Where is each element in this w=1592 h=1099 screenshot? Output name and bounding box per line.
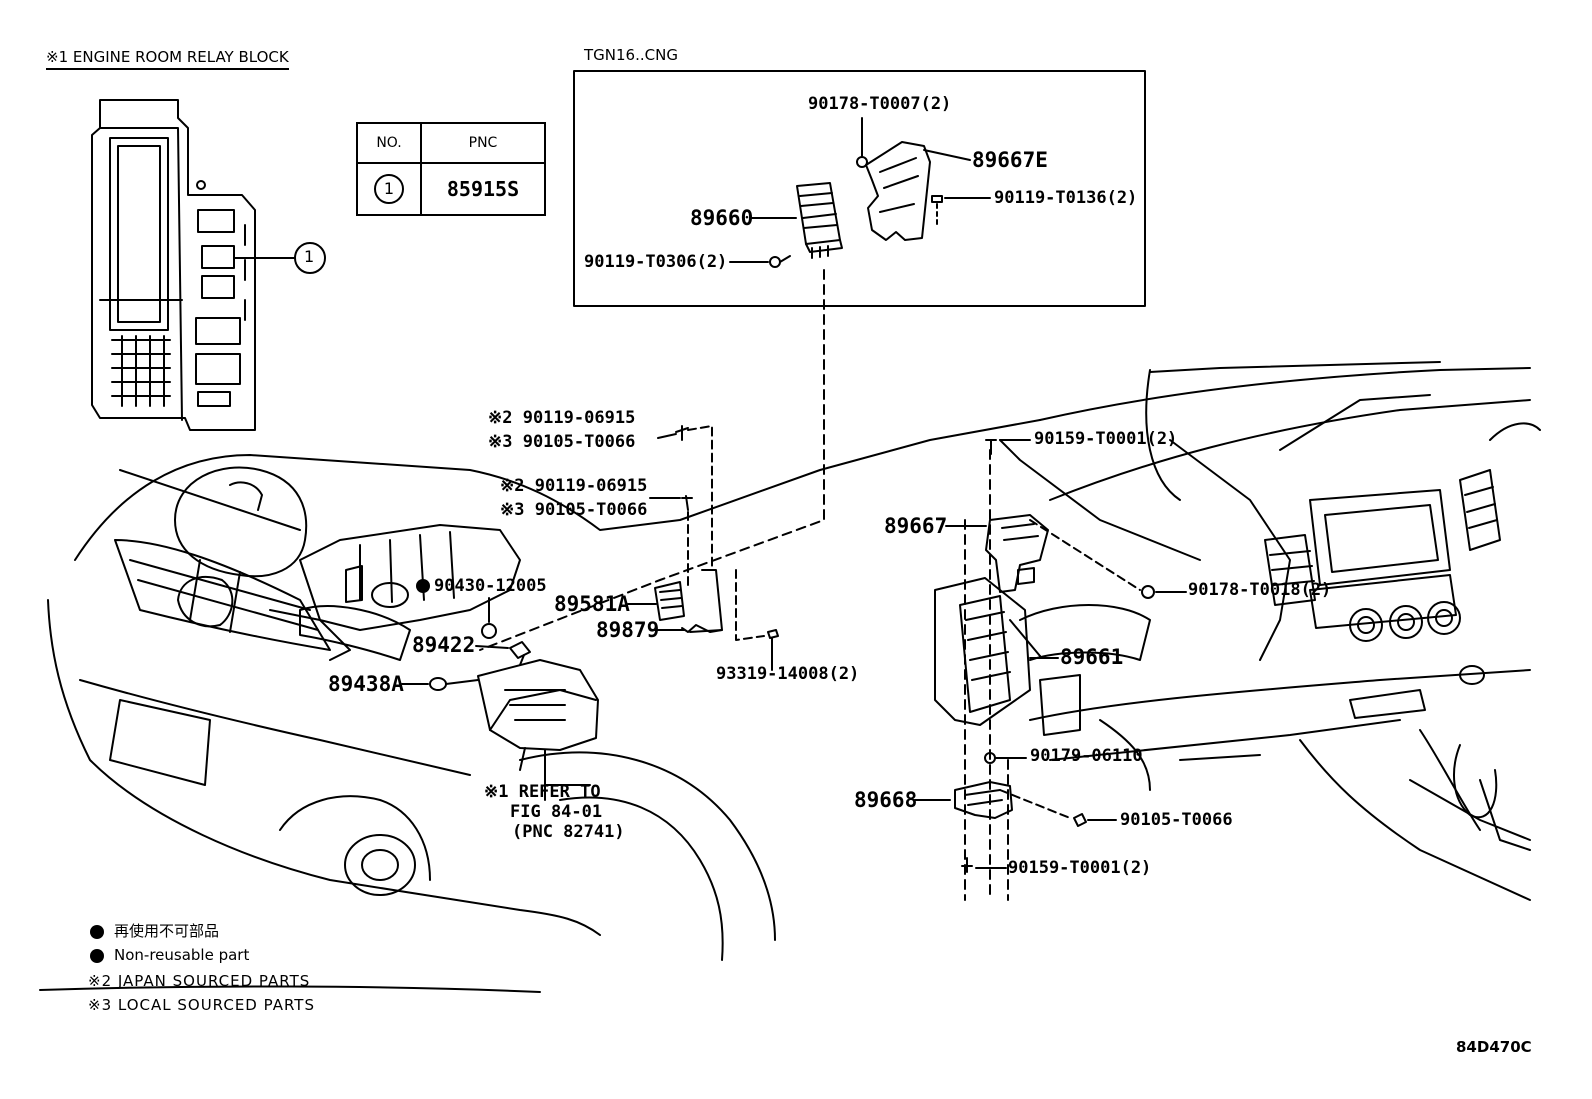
bracket-89667e-drawing bbox=[856, 117, 991, 241]
label-local-90105-t0066-b: ※3 90105-T0066 bbox=[500, 500, 648, 520]
label-89668: 89668 bbox=[854, 788, 918, 812]
label-local-90105-t0066-a: ※3 90105-T0066 bbox=[488, 432, 636, 452]
sensor-89438a bbox=[401, 677, 479, 691]
relay-block-drawing bbox=[91, 99, 326, 431]
callout-1-number: 1 bbox=[304, 247, 315, 266]
gasket-90430 bbox=[481, 597, 497, 639]
ecu-89661-drawing bbox=[914, 439, 1187, 901]
label-90119-t0306: 90119-T0306(2) bbox=[584, 252, 728, 272]
non-reusable-dot-2 bbox=[90, 949, 104, 963]
label-refer-pnc: (PNC 82741) bbox=[512, 822, 625, 842]
label-japan-90119-06915-a: ※2 90119-06915 bbox=[488, 408, 636, 428]
label-93319-14008: 93319-14008(2) bbox=[716, 664, 860, 684]
vehicle-front-drawing bbox=[39, 419, 1041, 993]
pnc-header-pnc: PNC bbox=[420, 122, 546, 164]
label-89438a: 89438A bbox=[328, 672, 404, 696]
label-refer-fig: FIG 84-01 bbox=[510, 802, 603, 822]
legend-local-sourced: ※3 LOCAL SOURCED PARTS bbox=[88, 996, 315, 1014]
label-japan-90119-06915-b: ※2 90119-06915 bbox=[500, 476, 648, 496]
legend-japan-sourced: ※2 JAPAN SOURCED PARTS bbox=[88, 972, 311, 990]
label-90119-t0136: 90119-T0136(2) bbox=[994, 188, 1138, 208]
label-90159-t0001-top: 90159-T0001(2) bbox=[1034, 429, 1178, 449]
pnc-table: NO. PNC 1 85915S bbox=[356, 122, 546, 216]
label-90179-06110: 90179-06110 bbox=[1030, 746, 1143, 766]
connector-89581a bbox=[627, 425, 779, 671]
label-89422: 89422 bbox=[412, 633, 476, 657]
pnc-row-pnc: 85915S bbox=[420, 162, 546, 216]
variant-box bbox=[573, 70, 1146, 307]
label-90430-12005: 90430-12005 bbox=[434, 576, 547, 596]
non-reusable-dot-1 bbox=[90, 925, 104, 939]
label-89879: 89879 bbox=[596, 618, 660, 642]
sensor-89422 bbox=[475, 641, 531, 666]
label-89667e: 89667E bbox=[972, 148, 1048, 172]
pnc-header-no: NO. bbox=[356, 122, 422, 164]
label-89581a: 89581A bbox=[554, 592, 630, 616]
label-89667: 89667 bbox=[884, 514, 948, 538]
label-refer-to: ※1 REFER TO bbox=[484, 782, 601, 802]
label-90178-t0018: 90178-T0018(2) bbox=[1188, 580, 1332, 600]
label-90178-t0007: 90178-T0007(2) bbox=[808, 94, 952, 114]
engine-relay-block bbox=[477, 659, 599, 801]
pnc-row-no: 1 bbox=[356, 162, 422, 216]
non-reusable-dot-part bbox=[416, 579, 430, 593]
dashboard-drawing bbox=[999, 361, 1541, 901]
callout-1-circle bbox=[294, 242, 326, 274]
relay-block-title: ※1 ENGINE ROOM RELAY BLOCK bbox=[46, 50, 289, 70]
label-90159-t0001-bot: 90159-T0001(2) bbox=[1008, 858, 1152, 878]
ecu-89660-drawing bbox=[729, 182, 843, 268]
label-89661: 89661 bbox=[1060, 645, 1124, 669]
legend-non-reusable-jp: 再使用不可部品 bbox=[114, 922, 220, 940]
variant-title: TGN16..CNG bbox=[584, 46, 678, 64]
pnc-row-no-value: 1 bbox=[374, 174, 404, 204]
legend-non-reusable-en: Non-reusable part bbox=[114, 946, 250, 964]
figure-code: 84D470C bbox=[1456, 1038, 1532, 1056]
label-90105-t0066-c: 90105-T0066 bbox=[1120, 810, 1233, 830]
label-89660: 89660 bbox=[690, 206, 754, 230]
